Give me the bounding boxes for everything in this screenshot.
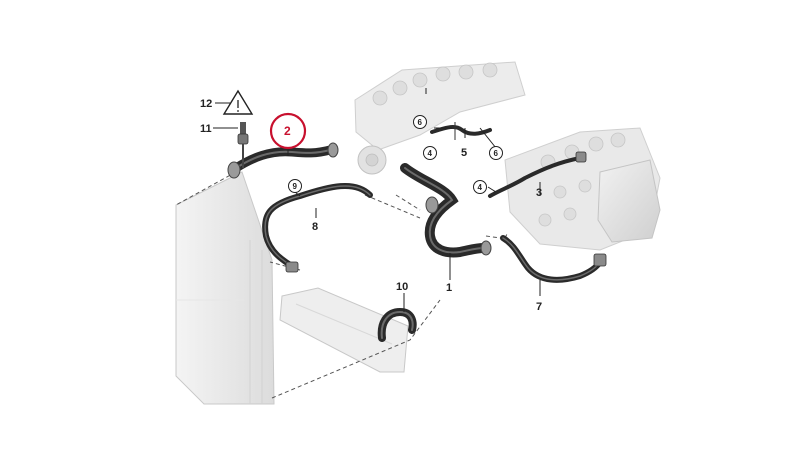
callout-5[interactable]: 5 [461, 147, 467, 159]
svg-text:6: 6 [418, 118, 423, 127]
svg-text:6: 6 [494, 149, 499, 158]
radiator [175, 171, 275, 405]
svg-text:11: 11 [200, 123, 212, 135]
hose-2[interactable] [227, 142, 339, 179]
warning-triangle-icon [222, 89, 254, 115]
svg-text:12: 12 [200, 98, 212, 110]
svg-text:2: 2 [284, 124, 291, 138]
svg-text:5: 5 [461, 147, 467, 159]
svg-text:3: 3 [536, 187, 542, 199]
hose-10[interactable] [377, 307, 417, 342]
hose-3[interactable] [488, 151, 587, 198]
svg-text:1: 1 [446, 282, 452, 294]
callout-7[interactable]: 7 [536, 301, 542, 313]
callout-6a[interactable]: 6 [413, 115, 427, 129]
callout-6b[interactable]: 6 [489, 146, 503, 160]
engine-block [354, 61, 661, 251]
leader-lines [213, 88, 541, 312]
svg-text:9: 9 [293, 182, 298, 191]
hose-8[interactable] [262, 182, 373, 273]
svg-text:10: 10 [396, 281, 408, 293]
assembly-lines [175, 171, 509, 399]
callout-10[interactable]: 10 [396, 281, 408, 293]
temperature-sensor-icon[interactable] [237, 122, 249, 168]
callout-11[interactable]: 11 [200, 123, 212, 135]
callout-3[interactable]: 3 [536, 187, 542, 199]
callout-4a[interactable]: 4 [423, 146, 437, 160]
callout-4b[interactable]: 4 [473, 180, 487, 194]
callout-9[interactable]: 9 [288, 179, 302, 193]
svg-text:4: 4 [478, 183, 483, 192]
callout-2-highlight[interactable]: 2 [269, 112, 307, 150]
svg-text:7: 7 [536, 301, 542, 313]
hose-7[interactable] [500, 235, 607, 283]
callout-1[interactable]: 1 [446, 282, 452, 294]
callout-12[interactable]: 12 [200, 89, 254, 115]
hose-5[interactable] [430, 122, 492, 140]
svg-text:4: 4 [428, 149, 433, 158]
radiator-bracket [279, 287, 409, 373]
hose-1[interactable] [400, 163, 492, 258]
svg-text:8: 8 [312, 221, 318, 233]
callout-8[interactable]: 8 [312, 221, 318, 233]
